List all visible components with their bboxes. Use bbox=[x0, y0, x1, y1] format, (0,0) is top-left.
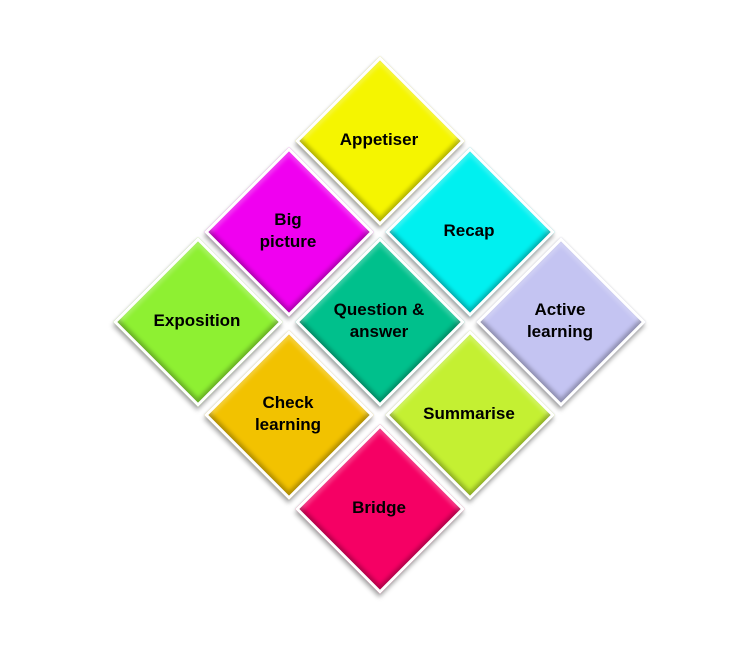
tile-label: Summarise bbox=[423, 404, 515, 423]
tile-recap: Recap bbox=[385, 147, 555, 317]
tile-label: Big picture bbox=[259, 210, 317, 251]
tile-label: Recap bbox=[443, 221, 495, 240]
tile-label: Question & answer bbox=[333, 300, 425, 341]
tile-summarise: Summarise bbox=[385, 330, 555, 500]
tile-big-picture: Big picture bbox=[204, 147, 374, 317]
tile-label: Bridge bbox=[352, 498, 406, 517]
tile-label: Check learning bbox=[254, 393, 322, 434]
tile-question-answer: Question & answer bbox=[295, 237, 465, 407]
tile-label: Appetiser bbox=[339, 130, 419, 149]
tile-check-learning: Check learning bbox=[204, 330, 374, 500]
tile-appetiser: Appetiser bbox=[295, 56, 465, 226]
tile-active-learning: Active learning bbox=[476, 237, 646, 407]
tile-exposition: Exposition bbox=[113, 237, 283, 407]
tile-label: Active learning bbox=[526, 300, 594, 341]
tile-bridge: Bridge bbox=[295, 424, 465, 594]
tile-label: Exposition bbox=[153, 311, 241, 330]
